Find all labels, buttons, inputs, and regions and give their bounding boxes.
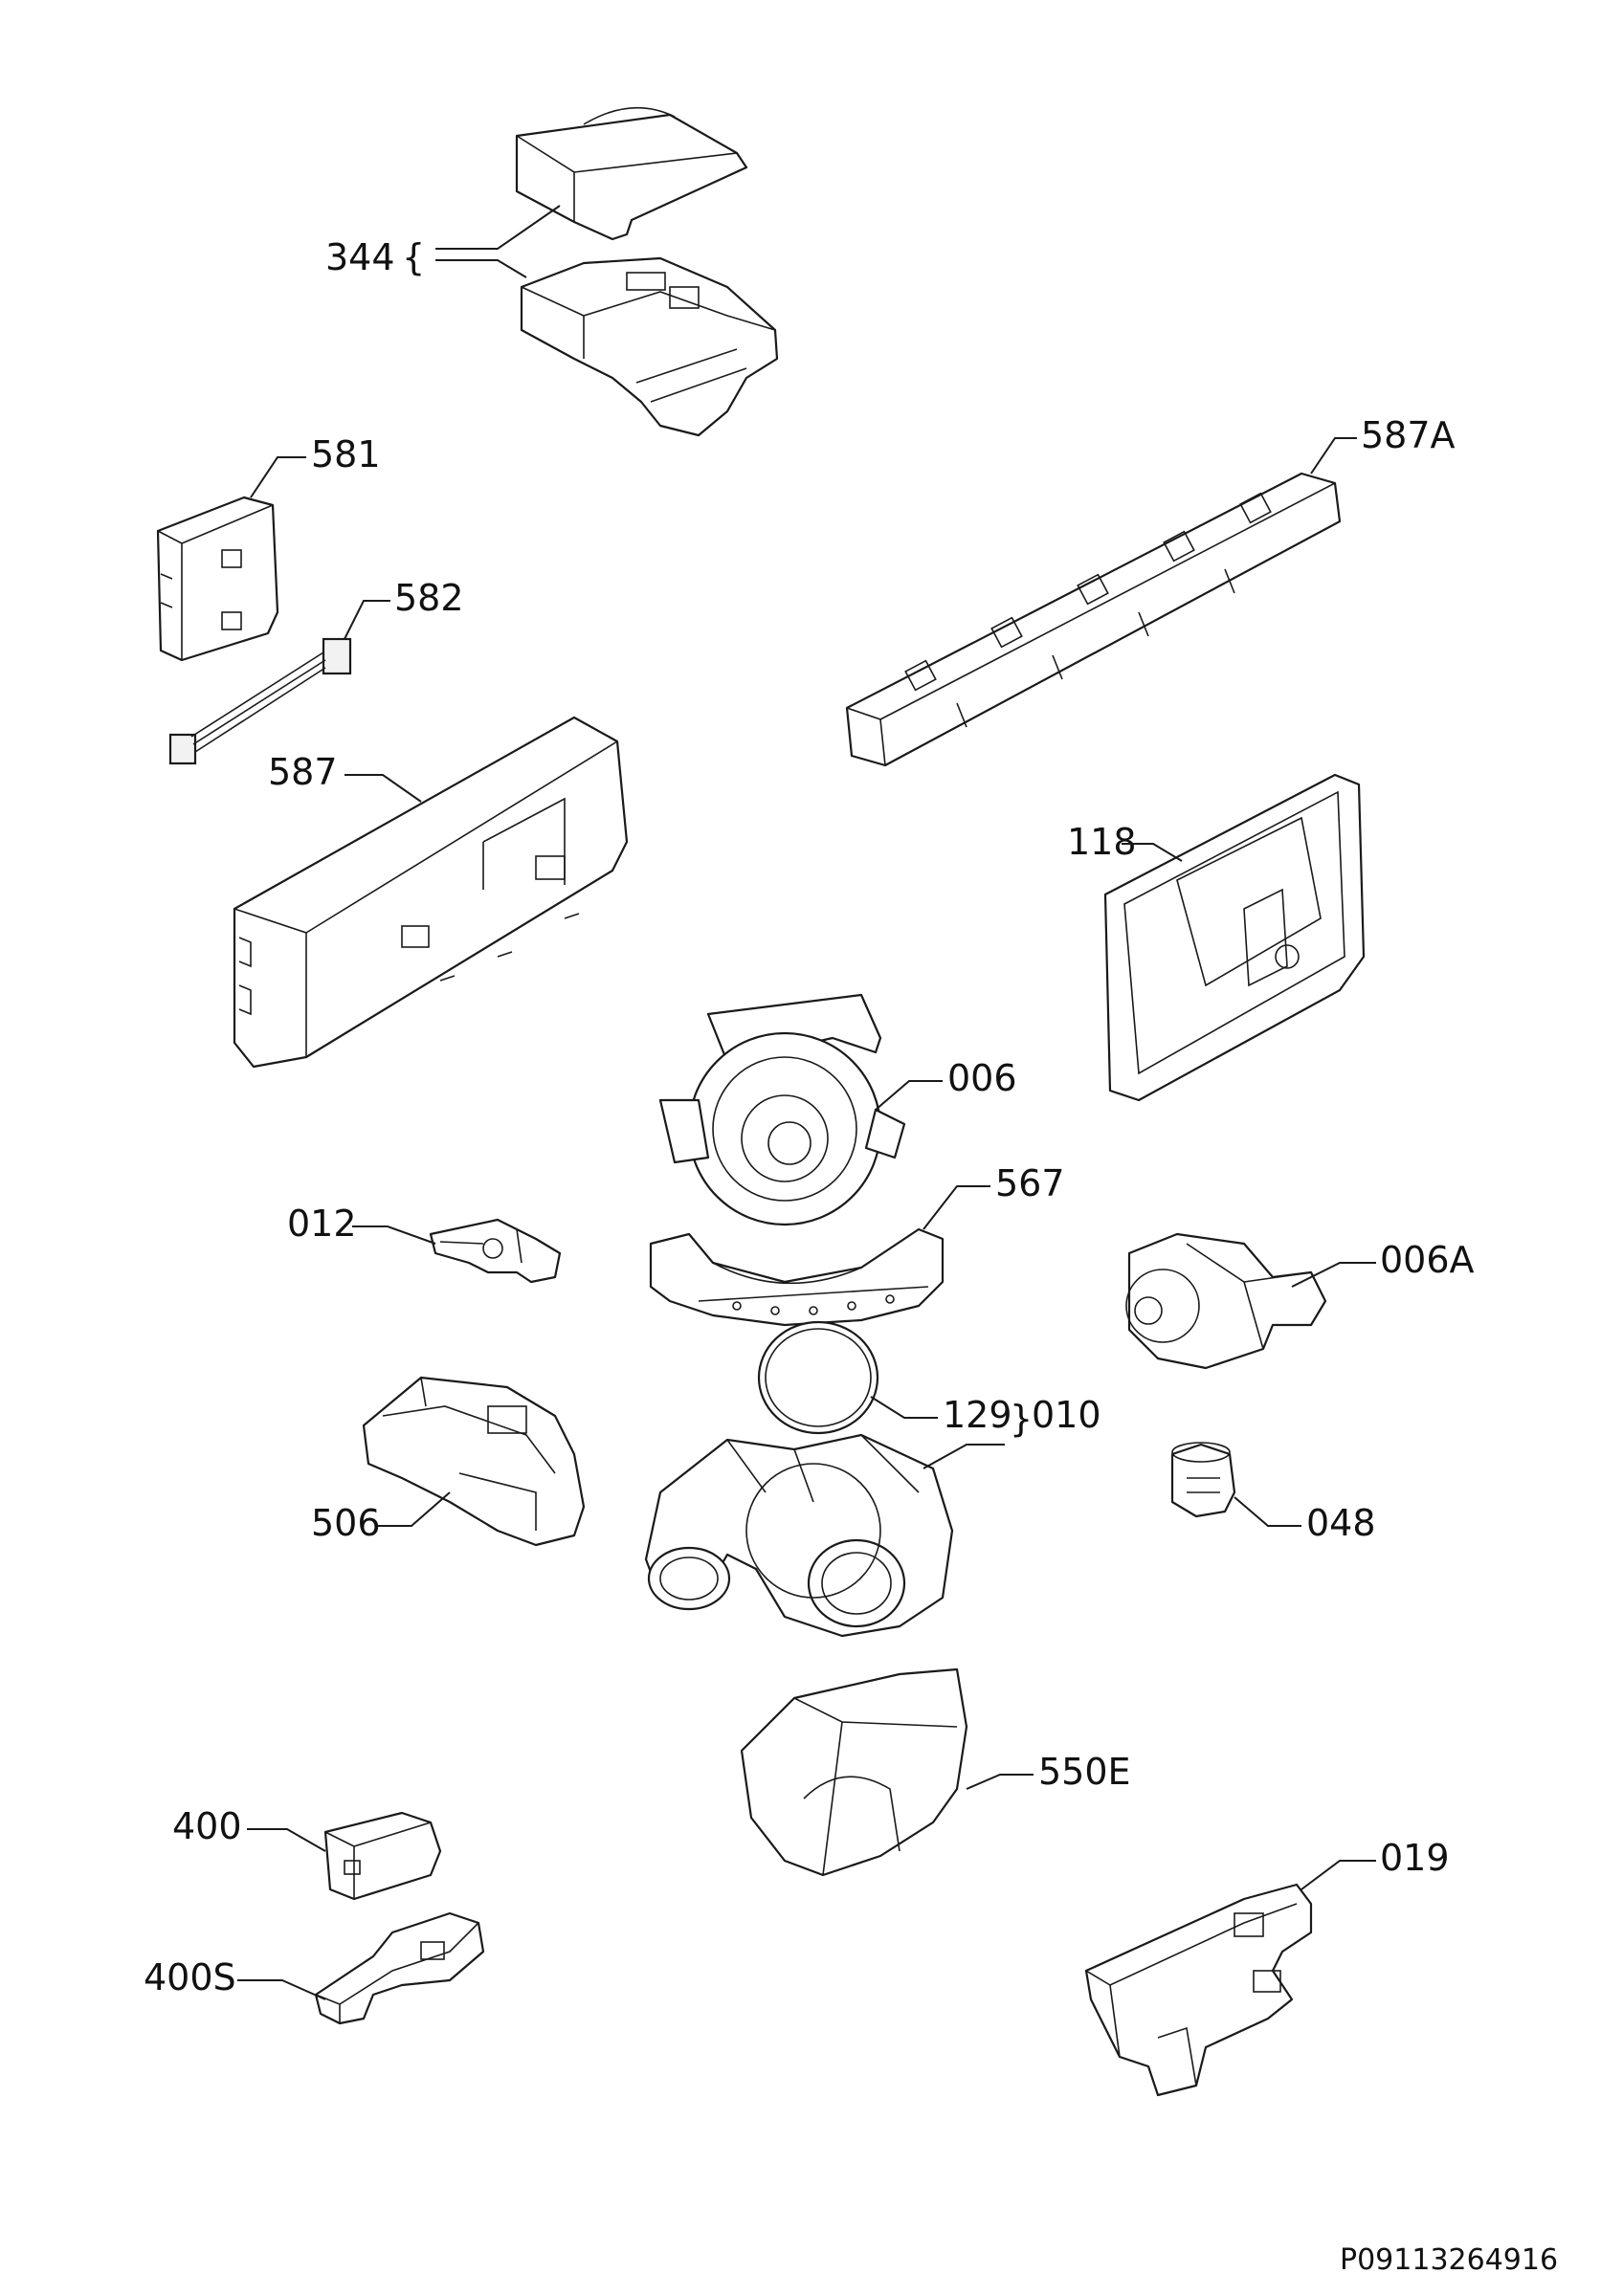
label-400: 400: [172, 1805, 242, 1847]
label-048: 048: [1306, 1502, 1376, 1544]
brace-010: }: [1010, 1398, 1033, 1440]
leader-344-top: [435, 205, 561, 250]
leader-400: [247, 1828, 326, 1852]
leader-400S: [237, 1979, 326, 2000]
label-006A: 006A: [1380, 1239, 1475, 1281]
drawing-code: P09113264916: [1340, 2243, 1558, 2277]
label-567: 567: [995, 1162, 1065, 1204]
leader-006: [875, 1080, 943, 1111]
leader-010: [923, 1444, 1005, 1469]
leader-582: [344, 600, 390, 640]
part-587: [233, 716, 629, 1069]
label-118: 118: [1067, 821, 1137, 863]
part-006A: [1125, 1232, 1327, 1370]
part-129: [757, 1320, 879, 1435]
leader-019: [1301, 1860, 1376, 1890]
label-582: 582: [394, 577, 464, 619]
leader-587: [345, 774, 422, 803]
label-587: 587: [268, 751, 338, 793]
part-567: [649, 1227, 945, 1327]
part-400: [323, 1811, 442, 1901]
part-550E: [740, 1667, 968, 1877]
label-010: 010: [1032, 1394, 1101, 1436]
label-006: 006: [947, 1057, 1017, 1099]
leader-581: [250, 456, 306, 498]
part-400S: [314, 1911, 485, 2025]
part-118: [1103, 773, 1366, 1102]
label-344: 344: [325, 236, 395, 278]
label-012: 012: [287, 1203, 357, 1245]
label-129: 129: [943, 1394, 1012, 1436]
leader-118: [1122, 843, 1183, 862]
part-heater-pump: [644, 1433, 954, 1638]
part-581: [156, 496, 279, 662]
label-550E: 550E: [1038, 1751, 1131, 1793]
label-506: 506: [311, 1502, 381, 1544]
part-344-cover: [515, 106, 748, 241]
leader-048: [1234, 1496, 1301, 1527]
part-048: [1170, 1442, 1236, 1518]
part-012: [429, 1218, 562, 1284]
leader-567: [923, 1185, 990, 1230]
part-587A: [845, 472, 1342, 767]
leader-129: [870, 1396, 938, 1419]
leader-012: [352, 1225, 436, 1245]
leader-550E: [966, 1774, 1034, 1790]
part-344-module: [520, 256, 779, 437]
part-506: [362, 1376, 586, 1547]
leader-506: [378, 1491, 451, 1527]
label-587A: 587A: [1361, 414, 1456, 456]
label-400S: 400S: [144, 1956, 236, 1998]
leader-006A: [1291, 1262, 1376, 1288]
brace-344: {: [402, 236, 425, 278]
label-581: 581: [311, 433, 381, 475]
leader-587A: [1310, 437, 1357, 475]
label-019: 019: [1380, 1837, 1450, 1879]
part-006: [658, 993, 906, 1226]
leader-344-bottom: [435, 259, 527, 278]
part-582: [168, 637, 352, 765]
part-019: [1084, 1883, 1313, 2097]
